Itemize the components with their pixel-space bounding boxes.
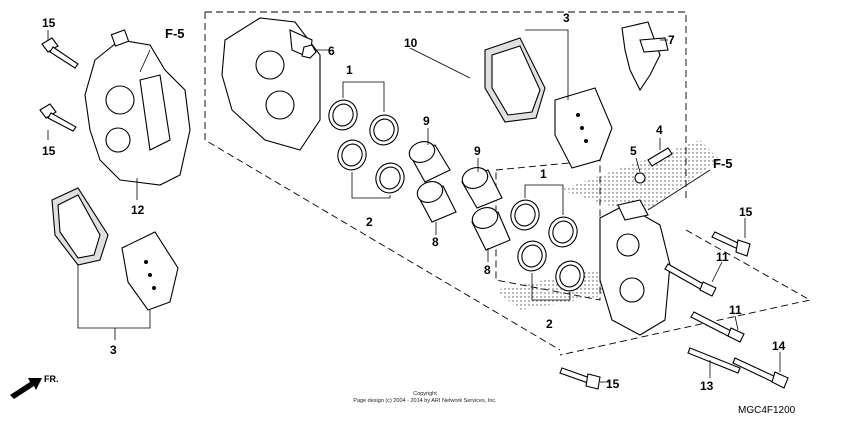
brake-pad-left-inner[interactable] xyxy=(51,187,109,266)
leader-11a xyxy=(711,261,723,283)
callout-11-a[interactable]: 11 xyxy=(716,250,729,264)
front-label: FR. xyxy=(44,374,59,384)
pad-spring-7[interactable] xyxy=(621,21,669,92)
callout-4[interactable]: 4 xyxy=(656,123,663,137)
leader-1-upper xyxy=(342,81,385,112)
leader-2-lower xyxy=(531,273,571,301)
piston-9-upper[interactable] xyxy=(406,138,451,183)
leader-3-left xyxy=(77,265,151,340)
bleeder-cap-5[interactable] xyxy=(634,172,646,184)
brake-pad-upper-outer[interactable] xyxy=(554,87,613,169)
caliper-bolt-13[interactable] xyxy=(687,347,741,374)
bolt-left-lower[interactable] xyxy=(39,103,77,132)
leader-2-upper xyxy=(351,172,391,199)
leader-1-lower xyxy=(524,184,564,215)
leader-5 xyxy=(635,157,641,173)
leader-f5-right xyxy=(647,169,711,211)
callout-11-b[interactable]: 11 xyxy=(729,303,742,317)
pad-pin-upper[interactable] xyxy=(664,263,717,297)
piston-9-lower[interactable] xyxy=(459,164,503,209)
callout-10[interactable]: 10 xyxy=(404,36,418,50)
piston-8-lower[interactable] xyxy=(469,204,511,251)
caliper-bolt-14[interactable] xyxy=(732,357,789,389)
front-arrow-icon xyxy=(10,378,42,399)
piston-seals-lower[interactable] xyxy=(507,196,582,251)
callout-15-b[interactable]: 15 xyxy=(42,144,56,158)
callout-9-b[interactable]: 9 xyxy=(474,144,481,158)
callout-2-b[interactable]: 2 xyxy=(546,317,553,331)
kit-frame xyxy=(204,11,812,356)
diagram-code: MGC4F1200 xyxy=(738,405,796,416)
bolt-left-upper[interactable] xyxy=(41,37,79,69)
callout-1-a[interactable]: 1 xyxy=(346,63,353,77)
dust-seals-lower[interactable] xyxy=(514,237,589,295)
ref-f5-right[interactable]: F-5 xyxy=(713,156,733,171)
callout-2-a[interactable]: 2 xyxy=(366,215,373,229)
callout-15-d[interactable]: 15 xyxy=(606,377,620,391)
nut-6[interactable] xyxy=(301,44,317,59)
callout-1-b[interactable]: 1 xyxy=(540,167,547,181)
copyright-line-2: Page design (c) 2004 - 2014 by ARI Netwo… xyxy=(353,398,497,404)
callout-8-b[interactable]: 8 xyxy=(484,263,491,277)
piston-8-upper[interactable] xyxy=(414,178,457,223)
leader-11b xyxy=(734,315,739,331)
callout-8-a[interactable]: 8 xyxy=(432,235,439,249)
ref-f5-left[interactable]: F-5 xyxy=(165,26,185,41)
bolt-bottom[interactable] xyxy=(559,367,601,390)
leader-10 xyxy=(409,47,471,79)
callout-14[interactable]: 14 xyxy=(772,339,786,353)
caliper-assembly-right[interactable] xyxy=(599,199,671,336)
callout-5[interactable]: 5 xyxy=(630,144,637,158)
caliper-body-top[interactable] xyxy=(221,17,321,151)
callout-12[interactable]: 12 xyxy=(131,203,145,217)
leader-3-top xyxy=(525,29,569,100)
brake-pad-left-outer[interactable] xyxy=(121,231,179,311)
pad-pin-lower[interactable] xyxy=(690,311,745,343)
callout-15-a[interactable]: 15 xyxy=(42,16,56,30)
piston-seals-upper[interactable] xyxy=(325,96,403,149)
bleeder-valve-4[interactable] xyxy=(647,147,673,167)
copyright-line-1: Copyright xyxy=(413,391,437,397)
dust-seals-upper[interactable] xyxy=(334,136,409,197)
callout-9-a[interactable]: 9 xyxy=(423,114,430,128)
callout-3-a[interactable]: 3 xyxy=(110,343,117,357)
caliper-assembly-left[interactable] xyxy=(84,29,191,186)
callout-7[interactable]: 7 xyxy=(668,33,675,47)
callout-13[interactable]: 13 xyxy=(700,379,714,393)
brake-pad-upper-inner[interactable] xyxy=(484,37,546,123)
callout-15-c[interactable]: 15 xyxy=(739,205,753,219)
bolt-right-upper[interactable] xyxy=(711,231,751,257)
callout-6[interactable]: 6 xyxy=(328,44,335,58)
callout-3-b[interactable]: 3 xyxy=(563,11,570,25)
